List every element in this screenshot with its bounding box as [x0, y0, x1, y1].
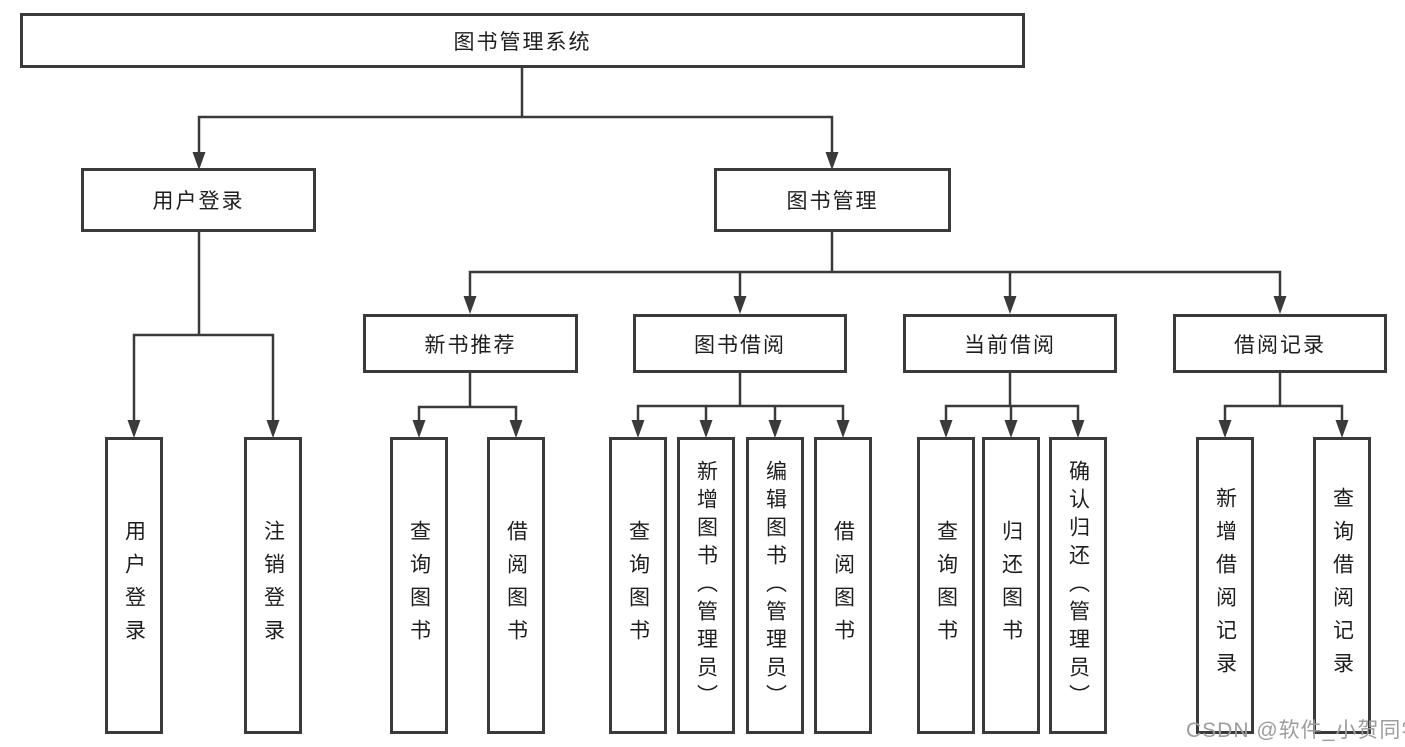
- node-book-management: 图书管理: [714, 168, 951, 232]
- leaf-label: 查询图书: [407, 519, 431, 652]
- leaf-label: 借阅图书: [831, 519, 855, 652]
- node-label: 图书管理系统: [453, 30, 592, 54]
- node-borrowing-records: 借阅记录: [1173, 314, 1387, 373]
- leaf-label: 查询借阅记录: [1330, 486, 1354, 685]
- leaf-add-borrow-record: 新增借阅记录: [1196, 437, 1254, 734]
- node-label: 新书推荐: [424, 333, 517, 357]
- leaf-borrow-books-recommend: 借阅图书: [487, 437, 545, 734]
- leaf-return-books: 归还图书: [982, 437, 1040, 734]
- leaf-query-books-current: 查询图书: [917, 437, 975, 734]
- leaf-query-books-recommend: 查询图书: [390, 437, 448, 734]
- node-current-borrowing: 当前借阅: [903, 314, 1117, 373]
- leaf-label: 新增借阅记录: [1213, 486, 1237, 685]
- leaf-query-books-borrowing: 查询图书: [609, 437, 667, 734]
- node-user-login: 用户登录: [81, 168, 316, 232]
- leaf-label: 新增图书（管理员）: [694, 459, 718, 712]
- leaf-label: 查询图书: [626, 519, 650, 652]
- leaf-label: 确认归还（管理员）: [1066, 459, 1090, 712]
- node-book-borrowing: 图书借阅: [633, 314, 847, 373]
- leaf-user-login: 用户登录: [105, 437, 163, 734]
- node-label: 用户登录: [152, 190, 245, 213]
- node-library-management-system: 图书管理系统: [20, 13, 1025, 68]
- node-label: 借阅记录: [1234, 333, 1326, 357]
- leaf-label: 查询图书: [934, 519, 958, 652]
- leaf-add-books-admin: 新增图书（管理员）: [677, 437, 735, 734]
- leaf-label: 编辑图书（管理员）: [763, 459, 787, 712]
- leaf-edit-books-admin: 编辑图书（管理员）: [746, 437, 804, 734]
- leaf-label: 归还图书: [999, 519, 1023, 652]
- csdn-watermark: CSDN @软件_小贺同学: [1186, 719, 1405, 742]
- node-label: 当前借阅: [964, 333, 1056, 357]
- node-new-book-recommendation: 新书推荐: [363, 314, 578, 373]
- leaf-query-borrow-record: 查询借阅记录: [1313, 437, 1371, 734]
- leaf-logout: 注销登录: [244, 437, 302, 734]
- leaf-borrow-books-borrowing: 借阅图书: [814, 437, 872, 734]
- node-label: 图书管理: [786, 190, 879, 213]
- node-label: 图书借阅: [694, 333, 786, 357]
- leaf-label: 用户登录: [122, 519, 146, 652]
- leaf-label: 注销登录: [261, 519, 285, 652]
- leaf-label: 借阅图书: [504, 519, 528, 652]
- leaf-confirm-return-admin: 确认归还（管理员）: [1049, 437, 1107, 734]
